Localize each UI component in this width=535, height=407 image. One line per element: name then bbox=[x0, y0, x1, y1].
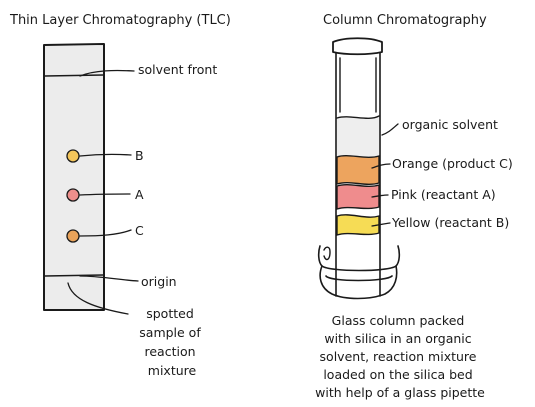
label-a: A bbox=[135, 187, 144, 202]
band-yellow bbox=[336, 214, 380, 236]
label-organic-solvent: organic solvent bbox=[402, 117, 498, 132]
spotted-line-1: spotted bbox=[146, 306, 194, 321]
column-caption-line-3: solvent, reaction mixture bbox=[320, 349, 477, 364]
column-caption-line-5: with help of a glass pipette bbox=[315, 385, 485, 400]
leader-yellow bbox=[371, 222, 391, 227]
tlc-spot-b bbox=[66, 149, 80, 163]
label-solvent-front: solvent front bbox=[138, 62, 217, 77]
solvent-front-line bbox=[44, 74, 104, 77]
tlc-plate bbox=[43, 43, 105, 311]
tlc-title: Thin Layer Chromatography (TLC) bbox=[9, 13, 231, 28]
column-caption-line-2: with silica in an organic bbox=[324, 331, 471, 346]
solvent-region bbox=[337, 116, 379, 157]
column-caption-line-1: Glass column packed bbox=[332, 313, 465, 328]
band-pink bbox=[336, 184, 380, 210]
leader-a bbox=[79, 193, 131, 196]
column-title: Column Chromatography bbox=[323, 13, 487, 28]
label-origin: origin bbox=[141, 274, 177, 289]
spotted-line-4: mixture bbox=[148, 363, 197, 378]
tlc-spot-c bbox=[66, 229, 80, 243]
origin-line bbox=[44, 274, 104, 277]
tlc-spot-a bbox=[66, 188, 80, 202]
column-caption: Glass column packed with silica in an or… bbox=[315, 313, 485, 400]
glass-column bbox=[317, 37, 401, 300]
spotted-sample-caption: spotted sample of reaction mixture bbox=[139, 306, 204, 378]
leader-orange bbox=[371, 163, 391, 169]
label-orange: Orange (product C) bbox=[392, 156, 513, 171]
leader-b bbox=[79, 153, 132, 157]
leader-organic-solvent bbox=[381, 123, 399, 136]
leader-solvent-front bbox=[79, 69, 135, 77]
leader-pink bbox=[371, 194, 389, 198]
band-orange bbox=[336, 155, 380, 185]
leader-c bbox=[79, 229, 132, 237]
column-caption-line-4: loaded on the silica bed bbox=[323, 367, 472, 382]
leader-origin bbox=[79, 275, 139, 282]
spotted-line-2: sample of bbox=[139, 325, 201, 340]
leader-spotted-sample bbox=[67, 282, 129, 315]
label-pink: Pink (reactant A) bbox=[391, 187, 496, 202]
spotted-line-3: reaction bbox=[144, 344, 195, 359]
label-c: C bbox=[135, 223, 144, 238]
label-b: B bbox=[135, 148, 144, 163]
label-yellow: Yellow (reactant B) bbox=[391, 215, 509, 230]
